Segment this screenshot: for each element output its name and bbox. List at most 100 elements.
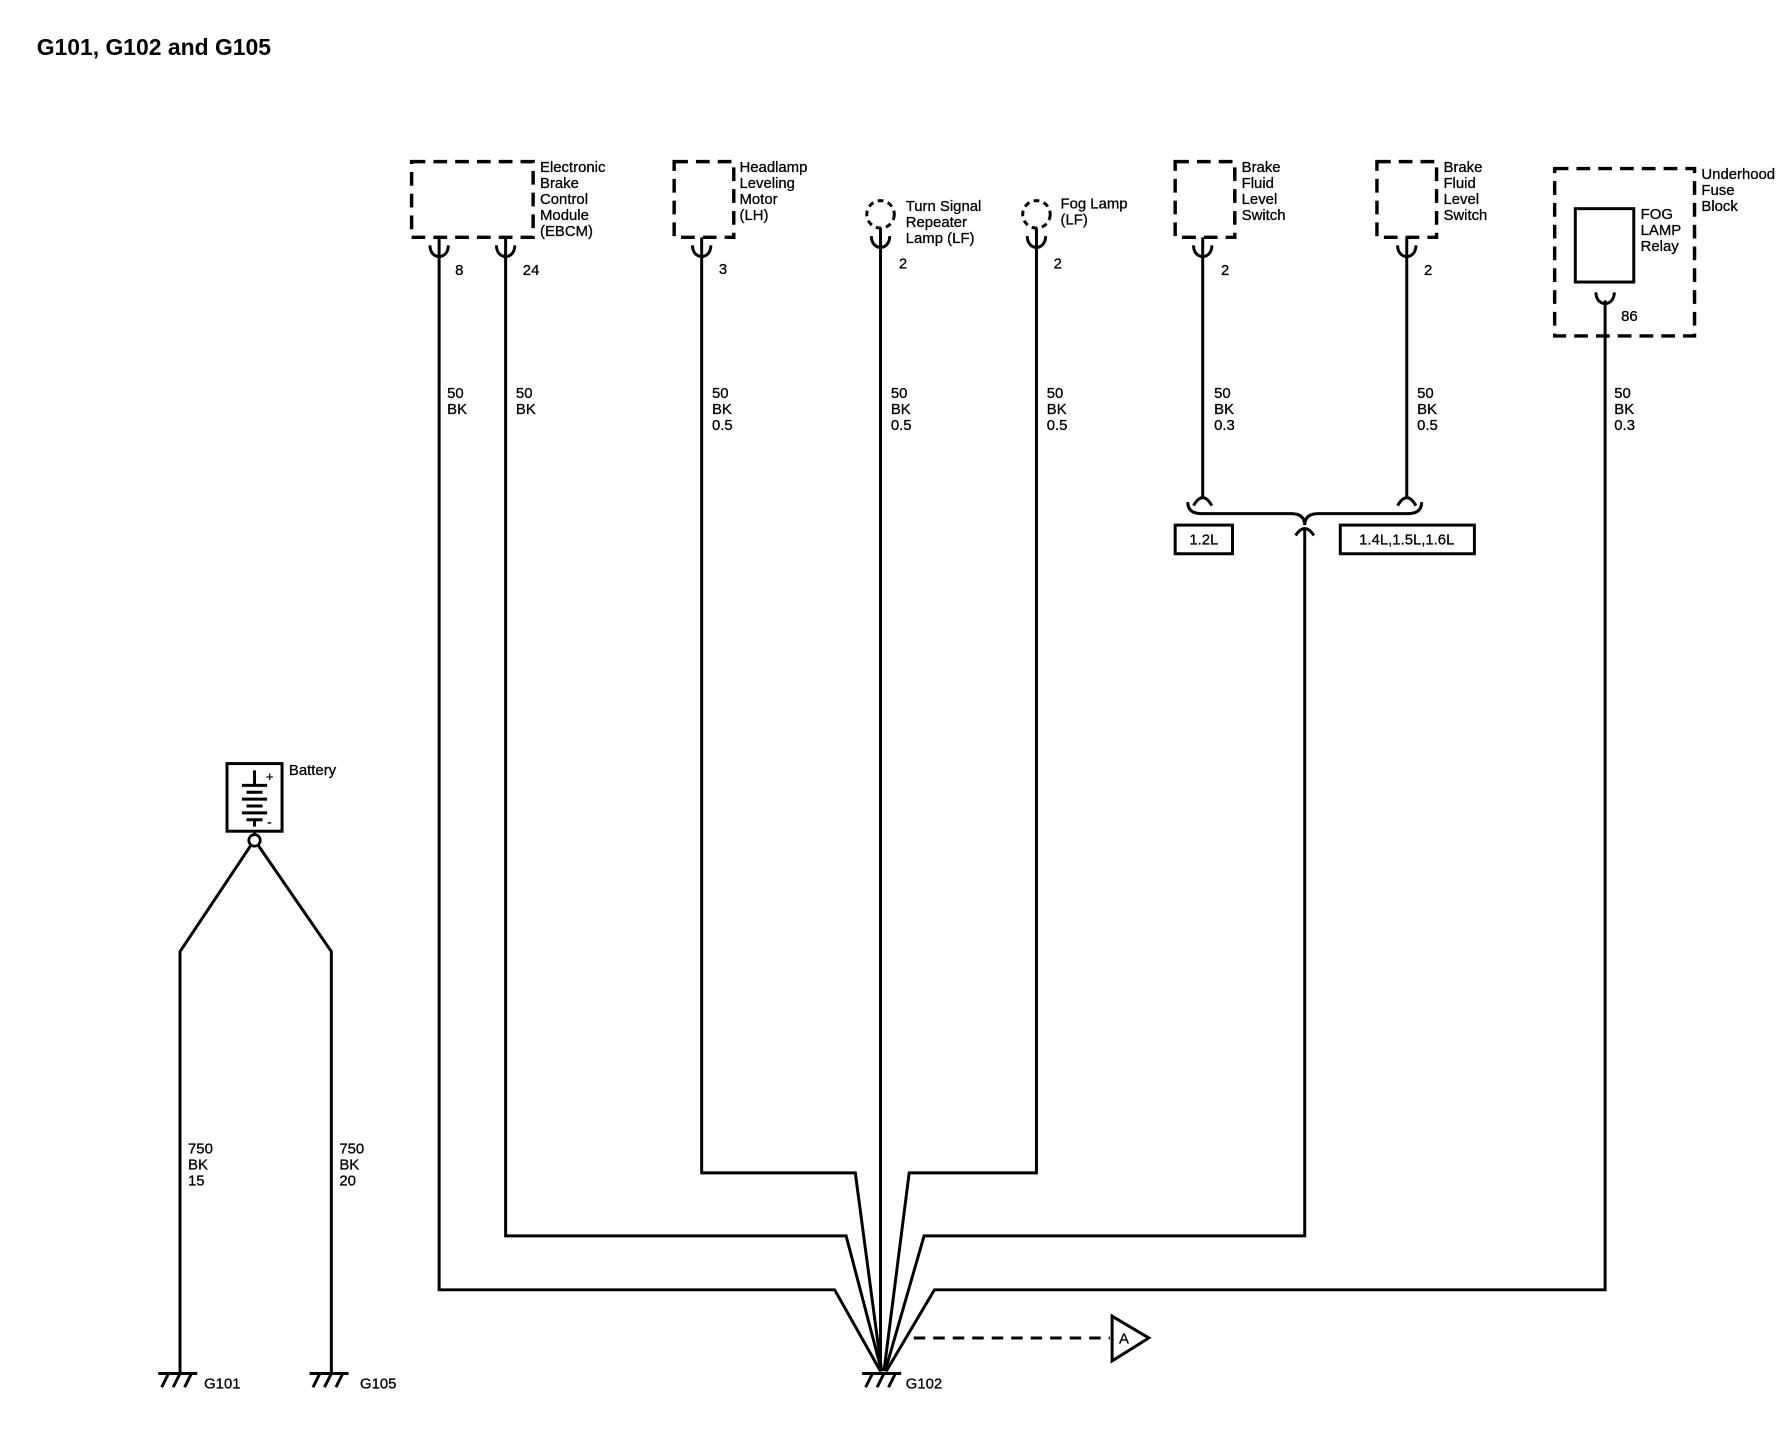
wire-color: BK — [188, 1157, 208, 1173]
headlamp-motor-label-line: Motor — [740, 192, 778, 208]
turn-signal-label-line: Turn Signal — [906, 199, 982, 215]
circuit-number: 50 — [1614, 386, 1631, 402]
lamp-icon — [865, 199, 896, 230]
wire-label-ebcm-8: 50 BK — [447, 386, 467, 418]
circuit-number: 750 — [339, 1141, 364, 1157]
wire-battery-g101 — [178, 844, 253, 1374]
fog-lamp-label-line: (LF) — [1061, 213, 1088, 229]
wire-color: BK — [712, 402, 732, 418]
relay-label-line: FOG — [1641, 207, 1673, 223]
circuit-number: 50 — [516, 386, 533, 402]
fuse-block-box — [1552, 166, 1697, 338]
wire-fog-relay-86 — [884, 300, 1607, 1372]
option-box — [1338, 523, 1476, 556]
circuit-number: 50 — [891, 386, 908, 402]
ground-g102: G102 — [862, 1372, 942, 1393]
lamp-icon — [1021, 199, 1052, 230]
wire-label-brake-switch-2: 50 BK 0.5 — [1417, 386, 1438, 434]
pin-number: 8 — [455, 263, 463, 279]
headlamp-motor-label-line: (LH) — [740, 208, 769, 224]
wire-label-headlamp-3: 50 BK 0.5 — [712, 386, 733, 434]
wire-size: 0.3 — [1214, 418, 1235, 434]
reference-label: A — [1119, 1332, 1129, 1348]
fuse-block-label-line: Fuse — [1701, 183, 1734, 199]
ground-icon — [862, 1372, 902, 1388]
headlamp-motor-box — [672, 159, 736, 240]
brake-switch-label-line: Level — [1443, 192, 1479, 208]
wire-ebcm-8 — [437, 237, 882, 1372]
wire-size: 0.3 — [1614, 418, 1635, 434]
ebcm-box — [409, 159, 535, 240]
pin-number: 24 — [523, 263, 540, 279]
brake-switch-label-line: Switch — [1443, 208, 1487, 224]
wire-color: BK — [516, 402, 536, 418]
wire-size: 0.5 — [891, 418, 912, 434]
ebcm-label-line: (EBCM) — [540, 224, 593, 240]
brake-switch-label-line: Fluid — [1242, 176, 1274, 192]
brake-switch-label-line: Brake — [1242, 160, 1281, 176]
wire-brake-switch-merged — [883, 527, 1307, 1372]
option-break-icon — [1396, 496, 1418, 507]
wire-size: 0.5 — [712, 418, 733, 434]
ebcm-label-line: Module — [540, 208, 589, 224]
wire-label-fog-lamp-2: 50 BK 0.5 — [1047, 386, 1068, 434]
battery-positive-sign: + — [266, 770, 273, 784]
circuit-number: 750 — [188, 1141, 213, 1157]
wire-color: BK — [1047, 402, 1067, 418]
wire-label-turn-signal-2: 50 BK 0.5 — [891, 386, 912, 434]
wire-label-battery-g101: 750 BK 15 — [188, 1141, 213, 1189]
headlamp-motor-label-line: Headlamp — [740, 160, 808, 176]
battery-component: + - Battery — [178, 762, 337, 1374]
wire-label-ebcm-24: 50 BK — [516, 386, 536, 418]
pin-number: 2 — [1221, 263, 1229, 279]
circuit-number: 50 — [1417, 386, 1434, 402]
fog-lamp-label-line: Fog Lamp — [1061, 197, 1128, 213]
circuit-number: 50 — [1214, 386, 1231, 402]
turn-signal-label-line: Repeater — [906, 215, 967, 231]
relay-label-line: LAMP — [1641, 223, 1682, 239]
turn-signal-label-line: Lamp (LF) — [906, 231, 975, 247]
wire-color: BK — [1417, 402, 1437, 418]
wire-color: BK — [447, 402, 467, 418]
ground-icon — [309, 1372, 349, 1388]
headlamp-motor-component: Headlamp Leveling Motor (LH) 3 — [672, 159, 808, 278]
option-1-4l-1-5l-1-6l: 1.4L,1.5L,1.6L — [1338, 523, 1476, 556]
reference-triangle-icon — [1110, 1313, 1152, 1364]
ebcm-label-line: Electronic — [540, 160, 606, 176]
wire-fog-lamp-2 — [882, 228, 1038, 1372]
pin-number: 3 — [719, 262, 727, 278]
wire-ebcm-24 — [504, 237, 884, 1372]
ground-label: G105 — [360, 1376, 396, 1392]
ground-label: G102 — [906, 1376, 942, 1392]
wire-color: BK — [1214, 402, 1234, 418]
battery-negative-sign: - — [267, 815, 272, 830]
diagram-title: G101, G102 and G105 — [37, 34, 272, 60]
fog-lamp-component: Fog Lamp (LF) 2 — [1021, 197, 1128, 272]
wire-size: 20 — [339, 1173, 356, 1189]
wire-color: BK — [339, 1157, 359, 1173]
brake-switch-label-line: Fluid — [1443, 176, 1475, 192]
option-1-2l: 1.2L — [1173, 523, 1234, 556]
ground-label: G101 — [204, 1376, 240, 1392]
ebcm-label-line: Control — [540, 192, 588, 208]
ground-icon — [158, 1372, 198, 1388]
circuit-number: 50 — [1047, 386, 1064, 402]
pin-number: 2 — [1054, 256, 1062, 272]
wire-label-battery-g105: 750 BK 20 — [339, 1141, 364, 1189]
option-brace — [1186, 502, 1424, 526]
wire-size: 0.5 — [1047, 418, 1068, 434]
reference-a: A — [913, 1313, 1152, 1364]
underhood-fuse-block-component: Underhood Fuse Block FOG LAMP Relay 86 — [1552, 166, 1775, 338]
wire-size: 15 — [188, 1173, 205, 1189]
wire-label-brake-switch-1: 50 BK 0.3 — [1214, 386, 1235, 434]
wire-color: BK — [1614, 402, 1634, 418]
fuse-block-label-line: Block — [1701, 199, 1738, 215]
wire-battery-g105 — [256, 844, 333, 1374]
turn-signal-lamp-component: Turn Signal Repeater Lamp (LF) 2 — [865, 199, 982, 272]
option-break-icon — [1192, 496, 1214, 507]
circuit-number: 50 — [447, 386, 464, 402]
ground-g105: G105 — [309, 1372, 397, 1393]
option-label: 1.4L,1.5L,1.6L — [1359, 533, 1454, 549]
g102-wires — [437, 228, 1607, 1372]
